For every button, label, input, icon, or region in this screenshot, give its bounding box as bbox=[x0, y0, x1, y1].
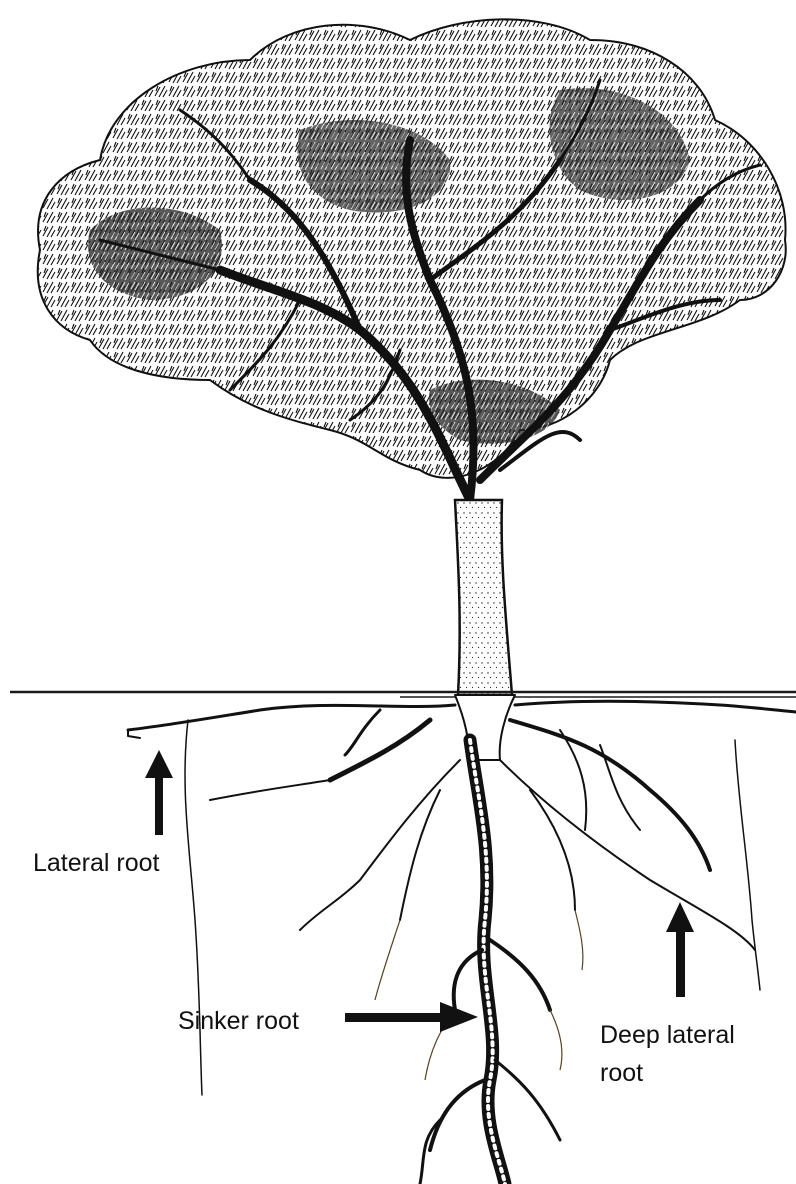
tree-trunk bbox=[455, 500, 512, 695]
arrow-deep-lateral-root bbox=[666, 902, 694, 997]
deep-lateral-root-right bbox=[500, 760, 755, 950]
root-system bbox=[128, 695, 796, 1184]
arrow-lateral-root bbox=[145, 750, 173, 835]
label-sinker-root: Sinker root bbox=[178, 1005, 299, 1037]
root-crown bbox=[455, 695, 515, 760]
label-deep-lateral-root: Deep lateral root bbox=[600, 1016, 780, 1092]
soil-line-right bbox=[735, 740, 760, 990]
tree-canopy bbox=[38, 19, 786, 478]
deep-lateral-root-left bbox=[300, 760, 460, 930]
soil-line-left bbox=[185, 720, 202, 1095]
arrow-sinker-root bbox=[345, 1002, 478, 1032]
label-lateral-root: Lateral root bbox=[33, 847, 159, 879]
lateral-root-left bbox=[128, 705, 455, 730]
